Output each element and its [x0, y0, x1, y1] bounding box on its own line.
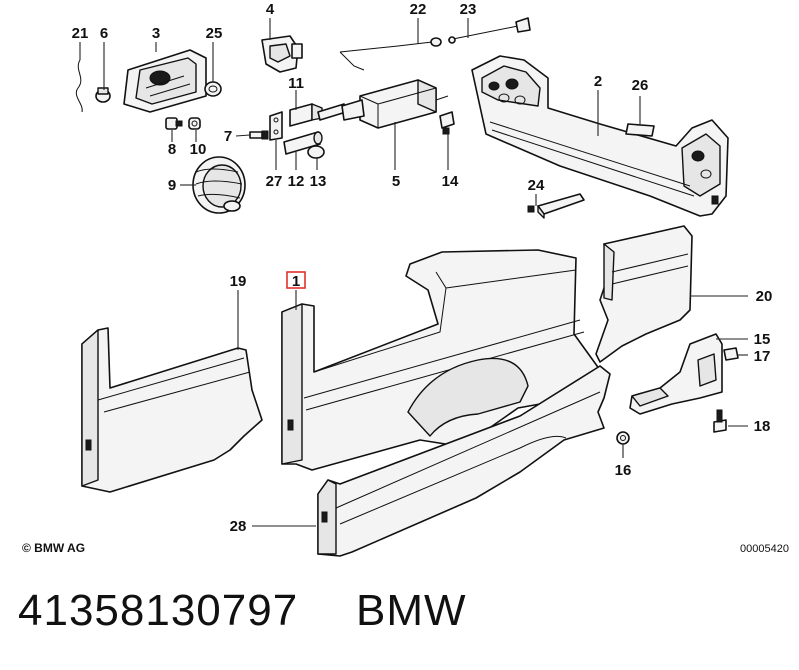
part-number-caption: 41358130797	[18, 586, 299, 635]
callout-28: 28	[230, 518, 247, 535]
callout-16: 16	[615, 462, 632, 479]
part-14-bolt	[439, 111, 455, 135]
callout-8: 8	[168, 141, 176, 158]
part-6-clip	[95, 87, 111, 103]
callout-15: 15	[754, 331, 771, 348]
part-24-bracket	[527, 193, 585, 219]
part-8-screw	[165, 117, 183, 130]
callout-22: 22	[410, 1, 427, 18]
callout-4: 4	[266, 1, 275, 18]
part-3-filler-housing	[123, 49, 207, 113]
callout-11: 11	[288, 75, 304, 92]
callout-21: 21	[72, 25, 89, 42]
callout-20: 20	[756, 288, 773, 305]
callout-7: 7	[224, 128, 232, 145]
part-1-quarter-panel	[281, 249, 601, 471]
callout-25: 25	[206, 25, 223, 42]
part-10-nut	[188, 117, 201, 130]
part-21-wire	[75, 59, 83, 113]
part-27-plate	[269, 111, 283, 141]
part-28-sill	[317, 365, 611, 557]
part-20-side-panel-rear	[595, 225, 693, 363]
part-22-rod	[339, 37, 442, 71]
callout-17: 17	[754, 348, 771, 365]
part-15-bracket	[629, 333, 723, 415]
callout-12: 12	[288, 173, 305, 190]
part-18-screw	[713, 409, 727, 433]
callout-6: 6	[100, 25, 108, 42]
part-12-bushing	[283, 131, 323, 155]
callout-10: 10	[190, 141, 207, 158]
part-11-holder	[289, 103, 323, 127]
callout-24: 24	[528, 177, 545, 194]
part-19-side-panel-front	[81, 327, 263, 493]
callout-27: 27	[266, 173, 283, 190]
part-26-pad	[625, 123, 655, 137]
part-7-screw	[249, 130, 269, 140]
brand-caption: BMW	[356, 586, 467, 635]
part-4-bracket	[261, 35, 303, 73]
callout-14: 14	[442, 173, 459, 190]
callout-5: 5	[392, 173, 400, 190]
part-16-nut	[616, 431, 630, 445]
callout-1: 1	[292, 273, 300, 290]
part-17-clip	[723, 347, 739, 361]
part-9-rubber-boot	[192, 156, 246, 214]
highlight-box	[286, 271, 306, 289]
part-13-cap	[307, 145, 325, 159]
part-2-rear-panel	[471, 55, 729, 217]
callout-23: 23	[460, 1, 477, 18]
part-23-cable	[447, 17, 531, 44]
callout-9: 9	[168, 177, 176, 194]
callout-26: 26	[632, 77, 649, 94]
copyright-notice: © BMW AG	[22, 541, 86, 555]
part-5-actuator	[341, 79, 449, 129]
callout-2: 2	[594, 73, 602, 90]
callout-18: 18	[754, 418, 771, 435]
callout-3: 3	[152, 25, 160, 42]
callout-13: 13	[310, 173, 327, 190]
diagram-code: 00005420	[740, 543, 789, 555]
callout-labels: 21 6 3 25 4 11 7 8 10 9 27 12 13 5 14 22…	[72, 1, 773, 535]
part-25-grommet	[204, 81, 222, 97]
callout-19: 19	[230, 273, 247, 290]
leader-lines	[79, 18, 748, 527]
